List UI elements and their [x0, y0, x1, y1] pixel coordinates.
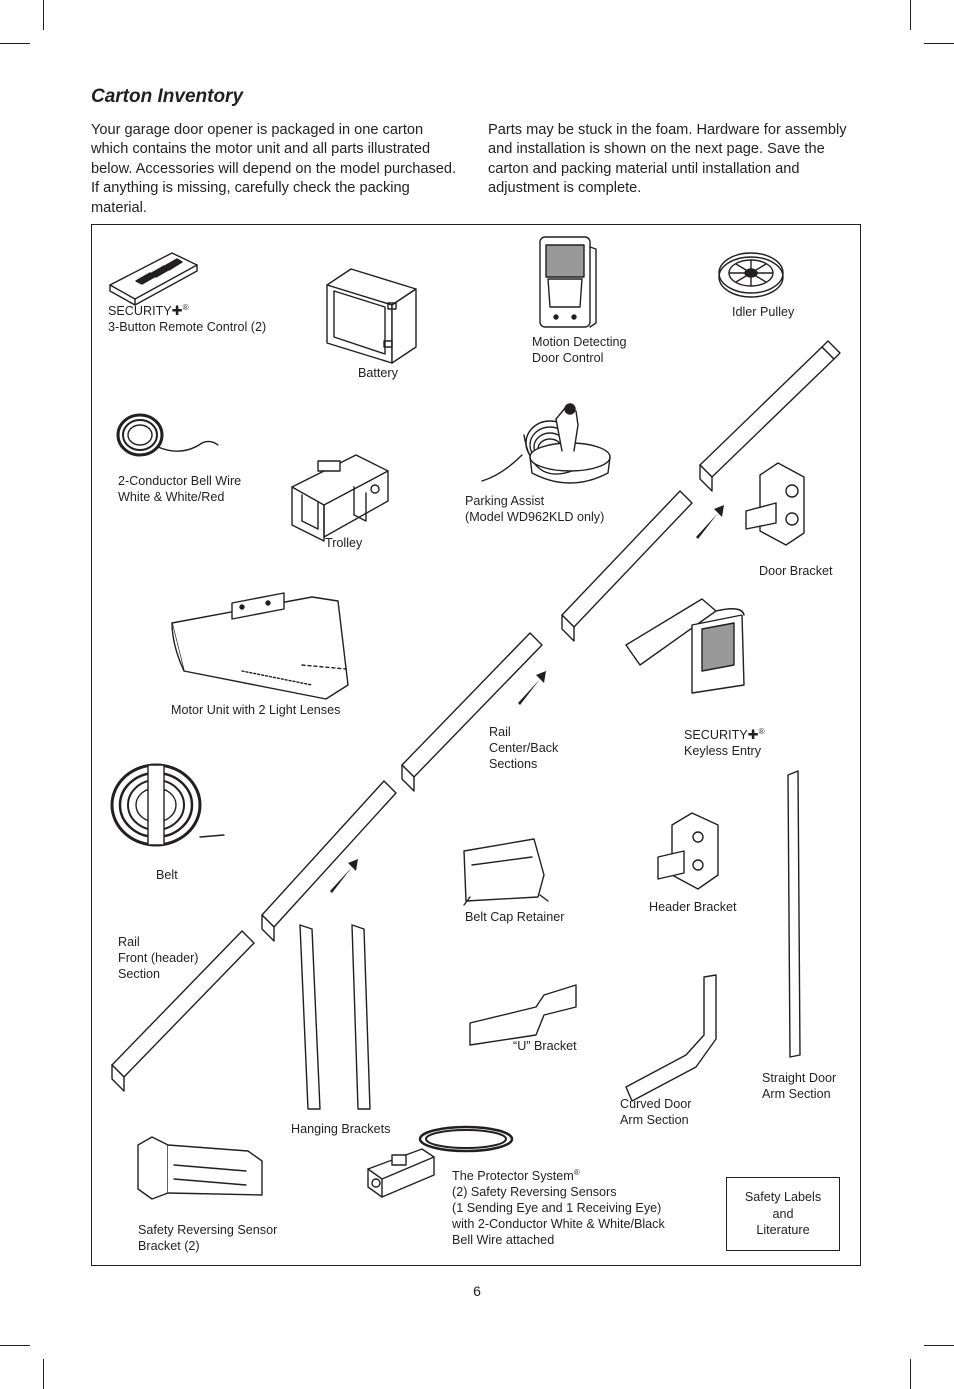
- bell-wire-icon: [116, 413, 219, 457]
- belt-cap-retainer-icon: [463, 838, 549, 906]
- belt-cap-label: Belt Cap Retainer: [465, 910, 565, 924]
- motor-unit-label: Motor Unit with 2 Light Lenses: [171, 703, 341, 717]
- motor-unit-icon: [171, 592, 349, 700]
- crop-mark: [43, 0, 45, 30]
- u-bracket-label: “U” Bracket: [513, 1039, 577, 1053]
- inventory-frame: SECURITY✚®3-Button Remote Control (2) Ba…: [91, 224, 861, 1266]
- header-bracket-label: Header Bracket: [649, 900, 737, 914]
- safety-labels-box: Safety Labels and Literature: [726, 1177, 840, 1251]
- bell-wire-label: 2-Conductor Bell Wire White & White/Red: [118, 474, 242, 504]
- sensor-bracket-label: Safety Reversing Sensor Bracket (2): [138, 1223, 278, 1253]
- crop-mark: [910, 1359, 912, 1389]
- intro-left: Your garage door opener is packaged in o…: [91, 122, 457, 216]
- door-control-icon: [539, 236, 597, 328]
- u-bracket-icon: [469, 984, 577, 1046]
- page-title: Carton Inventory: [91, 86, 244, 107]
- hanging-brackets-icon: [299, 924, 371, 1110]
- hanging-brackets-label: Hanging Brackets: [291, 1122, 391, 1136]
- trolley-icon: [291, 454, 389, 542]
- sensor-bracket-icon: [137, 1136, 263, 1200]
- rail-front-label: Rail Front (header) Section: [118, 935, 199, 981]
- parking-assist-label: Parking Assist (Model WD962KLD only): [465, 494, 605, 524]
- door-bracket-icon: [745, 462, 805, 546]
- curved-arm-label: Curved Door Arm Section: [620, 1097, 692, 1127]
- rail-sections-icon: [111, 340, 841, 1092]
- crop-mark: [910, 0, 912, 30]
- plus-icon: ✚: [747, 727, 759, 742]
- crop-mark: [0, 1345, 30, 1347]
- safety-sensor-icon: [367, 1125, 514, 1198]
- protector-system-label: The Protector System®(2) Safety Reversin…: [452, 1167, 665, 1247]
- battery-icon: [326, 268, 417, 364]
- straight-arm-label: Straight Door Arm Section: [762, 1071, 837, 1101]
- trolley-label: Trolley: [325, 536, 363, 550]
- door-control-label: Motion Detecting Door Control: [532, 335, 627, 365]
- curved-door-arm-icon: [625, 974, 717, 1102]
- rail-center-label: Rail Center/Back Sections: [489, 725, 559, 771]
- straight-door-arm-icon: [787, 770, 801, 1058]
- plus-icon: ✚: [171, 303, 183, 318]
- crop-mark: [0, 43, 30, 45]
- idler-pulley-label: Idler Pulley: [732, 305, 795, 319]
- idler-pulley-icon: [718, 252, 784, 298]
- keyless-entry-label: SECURITY✚®Keyless Entry: [684, 726, 765, 758]
- safety-labels-text: Safety Labels and Literature: [744, 1190, 822, 1238]
- intro-right: Parts may be stuck in the foam. Hardware…: [488, 122, 847, 197]
- parking-assist-icon: [481, 403, 611, 484]
- battery-label: Battery: [358, 366, 398, 380]
- keyless-entry-icon: [625, 598, 745, 694]
- belt-coil-icon: [110, 763, 225, 847]
- parts-illustration: [109, 236, 841, 1200]
- remote-control-icon: [109, 252, 198, 306]
- remote-control-label: SECURITY✚®3-Button Remote Control (2): [108, 302, 267, 334]
- arrow-icon: [330, 505, 724, 893]
- header-bracket-icon: [657, 812, 719, 890]
- door-bracket-label: Door Bracket: [759, 564, 833, 578]
- belt-label: Belt: [156, 868, 178, 882]
- crop-mark: [924, 43, 954, 45]
- page-number: 6: [473, 1283, 481, 1299]
- crop-mark: [43, 1359, 45, 1389]
- crop-mark: [924, 1345, 954, 1347]
